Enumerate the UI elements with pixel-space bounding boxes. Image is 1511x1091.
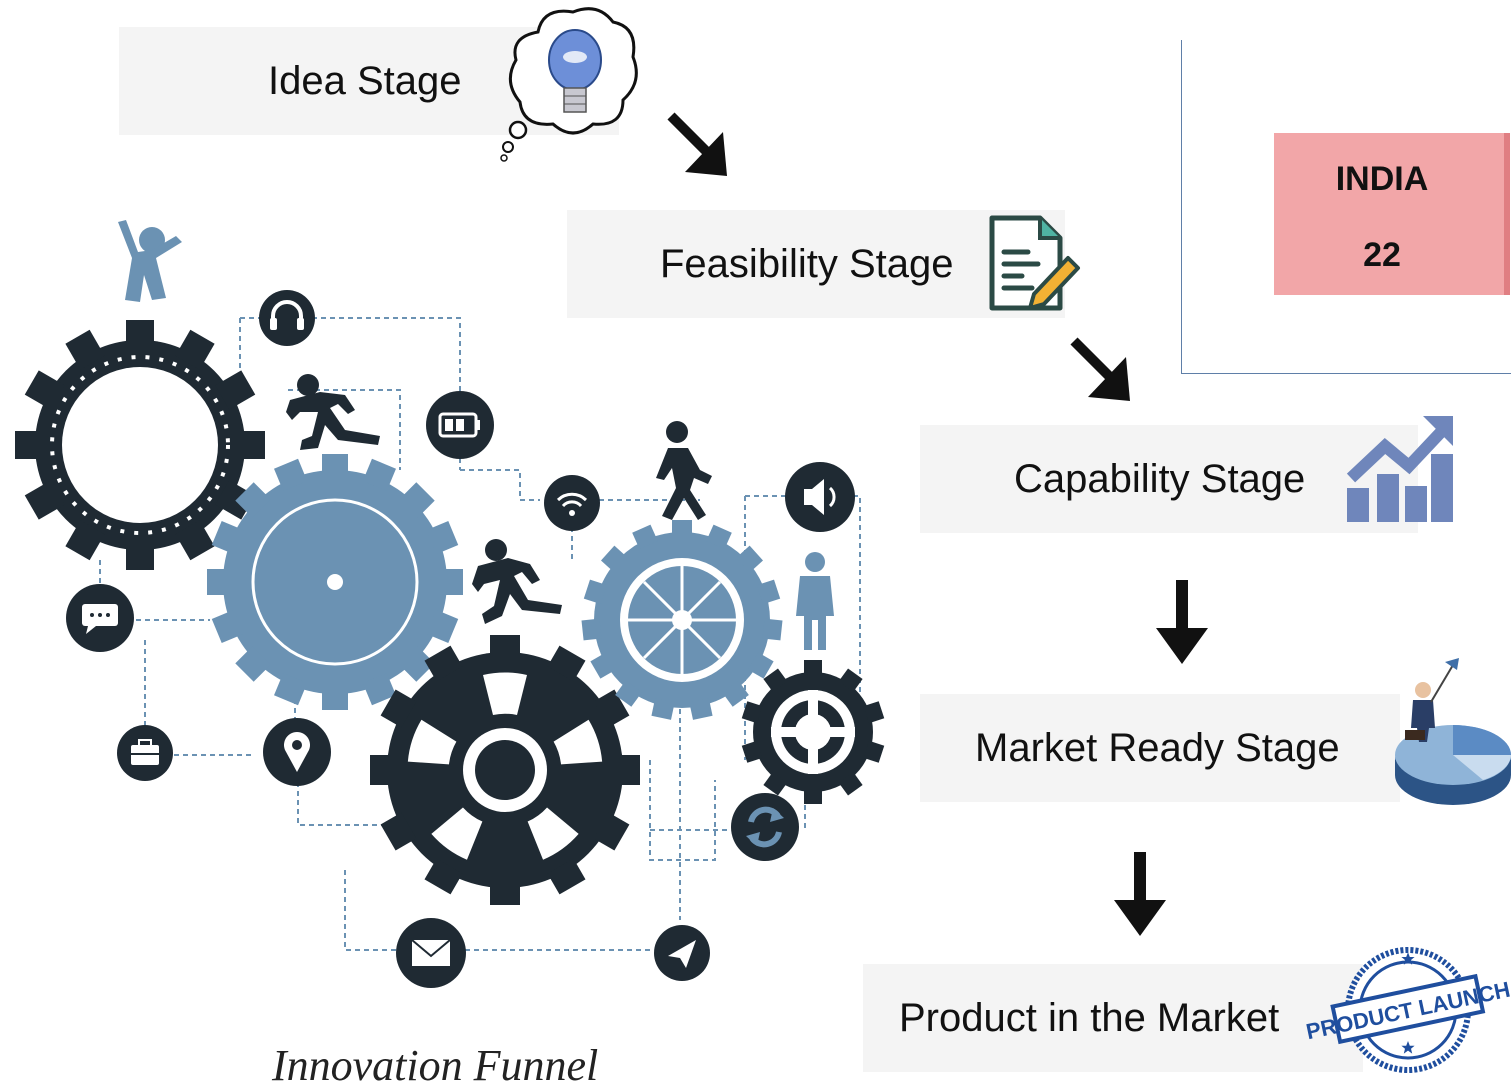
stage-idea-label: Idea Stage [268,58,462,103]
stage-market-ready-label: Market Ready Stage [975,725,1340,770]
mail-icon [396,918,466,988]
person-walking-icon [656,421,712,520]
briefcase-icon [117,725,173,781]
arrow-feasibility-to-capability [1070,337,1130,401]
product-launch-stamp-icon: PRODUCT LAUNCH [1304,947,1511,1073]
person-cheering-icon [118,220,182,302]
battery-icon [426,391,494,459]
businessman-pie-chart-icon [1395,658,1511,805]
gear-light-center [207,454,463,710]
gears-illustration [15,220,885,988]
gear-light-right [581,520,783,720]
wifi-icon [544,475,600,531]
send-icon [654,925,710,981]
arrow-market-ready-to-product [1114,852,1166,936]
country-card: INDIA 22 [1274,133,1510,295]
speaker-icon [785,462,855,532]
lightbulb-thought-icon [500,7,638,162]
headphones-icon [259,290,315,346]
growth-chart-icon [1346,416,1453,522]
diagram-caption: Innovation Funnel [272,1041,599,1090]
person-running-2-icon [472,539,562,624]
arrow-idea-to-feasibility [667,112,727,176]
country-name: INDIA [1335,160,1429,198]
chat-icon [66,584,134,652]
arrow-capability-to-market-ready [1156,580,1208,664]
gear-dark-small-right [741,660,885,804]
location-pin-icon [263,718,331,786]
person-running-icon [286,374,380,450]
gear-dark-top-left [15,320,265,570]
refresh-icon [731,793,799,861]
gear-dark-bottom [370,635,640,905]
person-standing-icon [796,552,834,650]
stage-market-ready: Market Ready Stage [920,694,1400,802]
country-panel [1181,40,1511,374]
country-value: 22 [1363,236,1401,274]
stage-product-market-label: Product in the Market [899,995,1280,1040]
stage-feasibility: Feasibility Stage [567,210,1065,318]
stage-capability-label: Capability Stage [1014,456,1306,501]
document-edit-icon [989,215,1080,311]
stage-capability: Capability Stage [920,425,1418,533]
stage-feasibility-label: Feasibility Stage [660,241,954,286]
stage-product-market: Product in the Market [863,964,1363,1072]
